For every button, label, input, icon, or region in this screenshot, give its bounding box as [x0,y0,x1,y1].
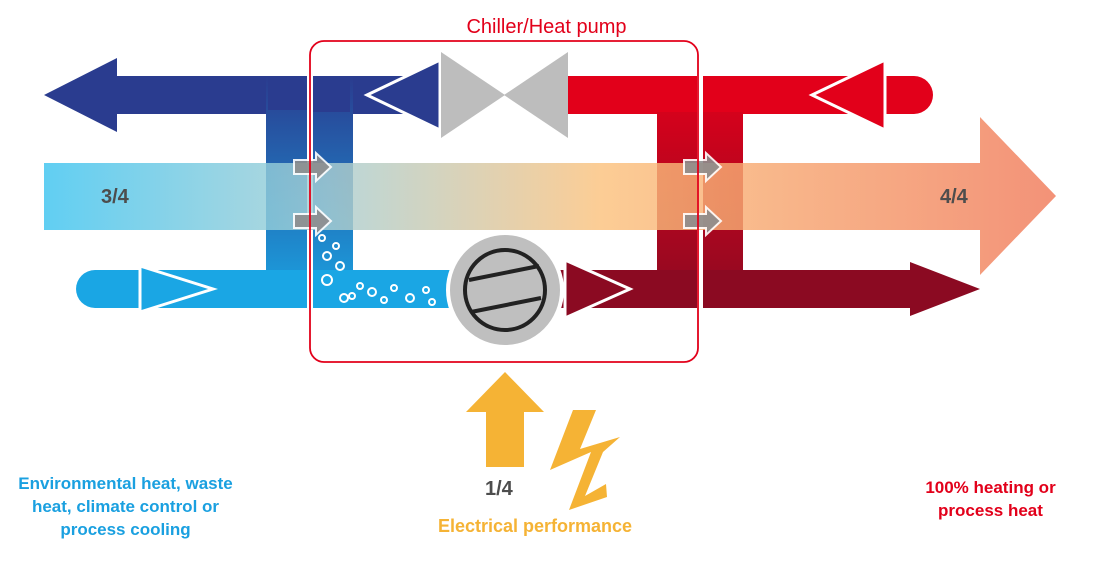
right-external-loop [703,57,980,316]
output-fraction-label: 4/4 [940,186,968,208]
evaporation-bubbles [318,234,436,306]
heat-flow-arrow [44,117,1056,275]
hot-outflow-arrowhead [910,262,980,316]
cold-outflow-arrowhead [44,58,117,132]
hot-return-arrowhead [808,57,887,133]
lightning-icon [550,410,620,510]
electric-arrow-icon [466,372,544,467]
heat-pump-title: Chiller/Heat pump [466,16,627,38]
heating-output-label: 100% heating or process heat [925,478,1056,520]
heat-pump-frame [309,40,699,363]
electrical-performance-label: Electrical performance [437,516,633,536]
heat-exchange-arrows [293,150,723,238]
inner-hot-arrowhead [563,257,634,321]
electrical-fraction-label: 1/4 [485,478,513,500]
compressor-icon [446,231,564,349]
expansion-valve-icon [441,52,568,138]
environmental-heat-label: Environmental heat, waste heat, climate … [18,474,233,539]
inner-cold-arrowhead [363,57,442,133]
cold-return-arrowhead [138,263,218,315]
input-fraction-label: 3/4 [101,186,129,208]
